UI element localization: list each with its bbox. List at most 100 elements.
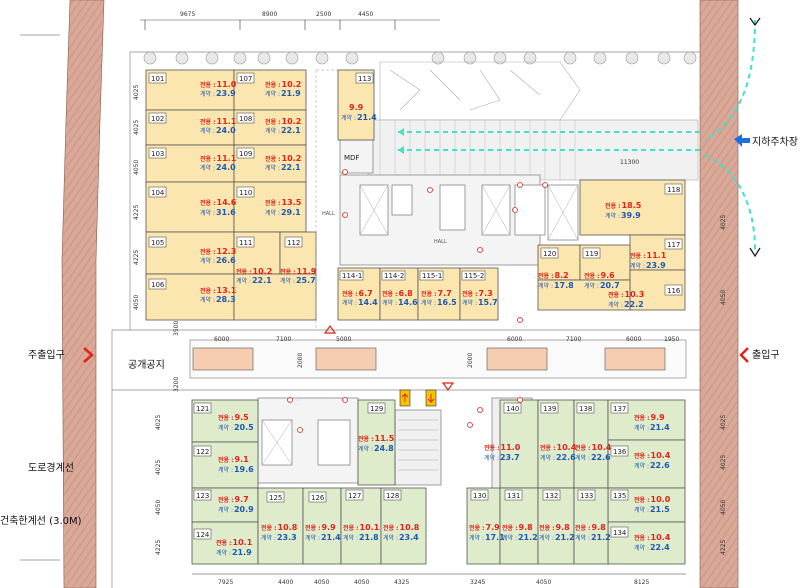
svg-text:전용 :10.2: 전용 :10.2 [265, 117, 301, 126]
stairs [261, 419, 438, 471]
unit-no-120: 120 [543, 250, 556, 258]
area-120: 8.2 [555, 271, 569, 280]
svg-text:3200: 3200 [173, 377, 180, 392]
area-114-2: 6.8 [399, 289, 414, 298]
unit-no-103: 103 [151, 150, 164, 158]
right-boundary-wall [699, 0, 739, 588]
svg-text:계약 :22.1: 계약 :22.1 [236, 276, 272, 285]
unit-no-118: 118 [667, 186, 680, 194]
svg-text:4225: 4225 [133, 250, 140, 265]
svg-text:계약 :21.4: 계약 :21.4 [305, 533, 341, 542]
svg-text:계약 :16.5: 계약 :16.5 [421, 298, 457, 307]
right-dims: 4025 4050 4025 4025 4050 4225 [720, 215, 727, 555]
svg-text:전용 :10.1: 전용 :10.1 [343, 523, 380, 532]
svg-text:4050: 4050 [536, 579, 551, 586]
svg-text:전용 :10.2: 전용 :10.2 [265, 154, 301, 163]
svg-text:4050: 4050 [354, 579, 369, 586]
svg-text:전용 :7.3: 전용 :7.3 [462, 289, 493, 298]
svg-text:2000: 2000 [297, 353, 304, 368]
contract-126: 21.4 [321, 533, 341, 542]
contract-128: 23.4 [399, 533, 419, 542]
main-entrance-label: 주출입구 [28, 348, 65, 361]
svg-text:4025: 4025 [720, 455, 727, 470]
svg-text:계약 :23.4: 계약 :23.4 [383, 533, 419, 542]
svg-text:계약 :26.6: 계약 :26.6 [200, 256, 236, 265]
road-dims: 3500 3200 2000 2000 [173, 321, 474, 392]
svg-text:4225: 4225 [720, 540, 727, 555]
unit-no-134: 134 [613, 529, 627, 537]
svg-text:전용 :10.4: 전용 :10.4 [540, 443, 577, 452]
area-129: 11.5 [375, 434, 395, 443]
area-116: 10.3 [625, 290, 645, 299]
svg-text:전용 :18.5: 전용 :18.5 [605, 201, 642, 210]
svg-text:계약 :23.9: 계약 :23.9 [200, 89, 236, 98]
svg-text:4025: 4025 [133, 120, 140, 135]
svg-text:계약 :22.6: 계약 :22.6 [575, 453, 611, 462]
svg-text:4050: 4050 [720, 500, 727, 515]
contract-123: 20.9 [234, 505, 254, 514]
area-124: 10.1 [233, 538, 253, 547]
contract-124: 21.9 [232, 548, 252, 557]
svg-text:계약 :24.0: 계약 :24.0 [200, 126, 236, 135]
svg-text:계약 :19.6: 계약 :19.6 [218, 465, 254, 474]
dim-top-2: 8900 [262, 11, 277, 18]
svg-text:계약 :17.1: 계약 :17.1 [469, 533, 505, 542]
contract-115-1: 16.5 [437, 298, 457, 307]
unit-no-102: 102 [151, 115, 164, 123]
unit-no-114-2: 114-2 [384, 272, 404, 280]
unit-no-124: 124 [196, 531, 210, 539]
svg-text:6000: 6000 [507, 336, 522, 343]
svg-text:전용 :11.0: 전용 :11.0 [200, 80, 237, 89]
svg-text:7100: 7100 [566, 336, 581, 343]
unit-no-106: 106 [151, 281, 165, 289]
contract-115-2: 15.7 [478, 298, 498, 307]
svg-text:4225: 4225 [155, 540, 162, 555]
svg-text:4050: 4050 [720, 290, 727, 305]
entry-marker-north [323, 324, 337, 334]
unit-no-136: 136 [613, 448, 627, 456]
unit-no-139: 139 [543, 405, 556, 413]
area-133: 9.8 [592, 523, 607, 532]
hall-label: HALL [322, 211, 335, 217]
svg-text:전용 :10.4: 전용 :10.4 [634, 451, 671, 460]
unit-no-113: 113 [358, 75, 371, 83]
svg-text:전용 :9.7: 전용 :9.7 [218, 495, 249, 504]
svg-text:4025: 4025 [133, 85, 140, 100]
unit-no-131: 131 [507, 492, 520, 500]
unit-no-117: 117 [667, 241, 680, 249]
unit-no-129: 129 [370, 405, 383, 413]
contract-137: 21.4 [650, 423, 670, 432]
svg-text:전용 :9.5: 전용 :9.5 [218, 413, 249, 422]
unit-no-101: 101 [151, 75, 164, 83]
svg-text:계약 :22.1: 계약 :22.1 [265, 126, 301, 135]
area-123: 9.7 [235, 495, 249, 504]
flow-arrow-black [749, 17, 761, 258]
svg-text:전용 :10.4: 전용 :10.4 [575, 443, 612, 452]
area-109: 10.2 [282, 154, 302, 163]
area-131: 9.8 [519, 523, 534, 532]
svg-text:2000: 2000 [467, 353, 474, 368]
area-114-1: 6.7 [359, 289, 373, 298]
contract-114-1: 14.4 [358, 298, 378, 307]
contract-116: 22.2 [624, 300, 644, 309]
south-block-units [191, 399, 686, 565]
south-unit-numbers: 121 129 122 123 124 125 126 127 128 140 … [196, 405, 627, 539]
top-dimension-line [144, 20, 396, 30]
svg-text:계약 :24.8: 계약 :24.8 [358, 444, 394, 453]
unit-no-121: 121 [196, 405, 209, 413]
svg-text:6000: 6000 [626, 336, 641, 343]
svg-text:전용 :9.8: 전용 :9.8 [502, 523, 533, 532]
contract-107: 21.9 [281, 89, 301, 98]
svg-text:전용 :10.2: 전용 :10.2 [265, 80, 301, 89]
svg-text:4400: 4400 [278, 579, 293, 586]
hall-label-2: HALL [434, 239, 447, 245]
svg-text:전용 :10.0: 전용 :10.0 [634, 495, 671, 504]
svg-text:계약 :21.4: 계약 :21.4 [341, 113, 377, 122]
contract-134: 22.4 [650, 543, 670, 552]
svg-text:전용 :10.8: 전용 :10.8 [261, 523, 298, 532]
area-113: 9.9 [349, 103, 364, 112]
svg-text:전용 :14.6: 전용 :14.6 [200, 198, 237, 207]
area-106: 13.1 [217, 286, 237, 295]
dim-top-1: 9675 [180, 11, 195, 18]
unit-no-130: 130 [473, 492, 486, 500]
